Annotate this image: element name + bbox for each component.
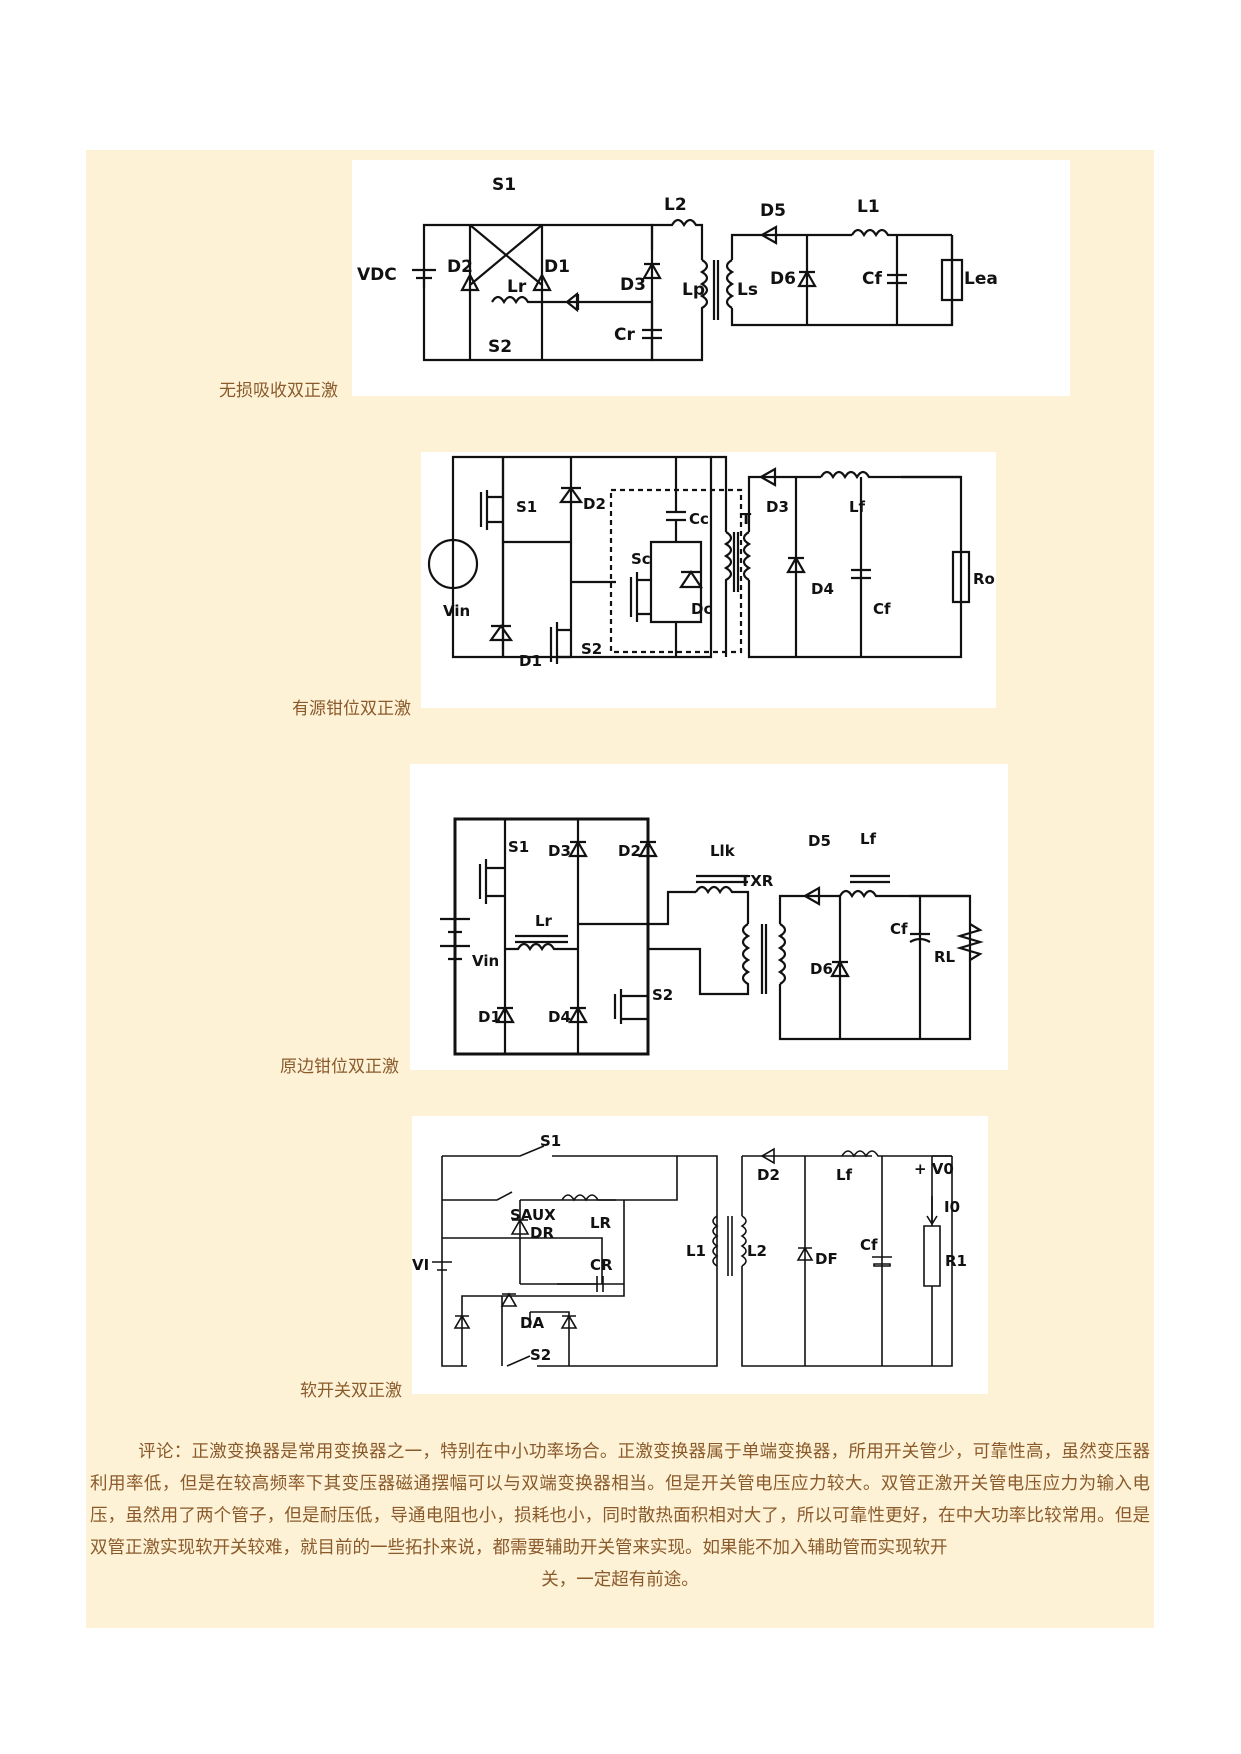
label-lf: Lf: [849, 498, 866, 516]
label-sc: Sc: [631, 550, 651, 568]
label-d1: D1: [544, 257, 570, 277]
label-llk: Llk: [710, 842, 736, 860]
figure-lossless-snubber: S1 S2 L2 D5 L1 VDC D2 D1 D3 Lp Ls D6 Cf …: [352, 160, 1070, 396]
comment-body: 正激变换器是常用变换器之一，特别在中小功率场合。正激变换器属于单端变换器，所用开…: [90, 1442, 1151, 1558]
label-lr: Lr: [535, 912, 553, 930]
label-d6: D6: [810, 960, 833, 978]
circuit-diagram-2: S1 D2 Cc T D3 Lf Sc Dc D4 Cf Ro Vin D1 S…: [427, 455, 995, 670]
label-t: T: [741, 510, 752, 528]
label-ro: Ro: [973, 570, 995, 588]
figure-primary-clamp: S1 D3 D2 Llk TXR D5 Lf Lr Vin Cf RL D6 S…: [410, 764, 1008, 1070]
caption-2: 有源钳位双正激: [292, 699, 411, 719]
label-cf: Cf: [860, 1236, 878, 1254]
label-d3: D3: [620, 275, 646, 295]
label-s1: S1: [540, 1132, 561, 1150]
label-lf: Lf: [836, 1166, 853, 1184]
label-d5: D5: [808, 832, 831, 850]
circuit-diagram-4: S1 SAUX LR DR CR VI L1 L2 DA S2 D2 Lf + …: [412, 1132, 967, 1367]
label-cc: Cc: [689, 510, 709, 528]
label-s2: S2: [581, 640, 602, 658]
label-ls: Ls: [737, 280, 758, 300]
label-cr: Cr: [614, 325, 635, 345]
label-dc: Dc: [691, 600, 712, 618]
label-s1: S1: [508, 838, 529, 856]
label-s2: S2: [652, 986, 673, 1004]
label-d1: D1: [519, 652, 542, 670]
label-s2: S2: [488, 337, 512, 357]
comment-tail: 关，一定超有前途。: [541, 1570, 699, 1590]
label-lp: Lp: [682, 280, 705, 300]
label-vi: VI: [412, 1256, 429, 1274]
label-io: I0: [944, 1198, 960, 1216]
label-cr: CR: [590, 1256, 613, 1274]
label-d5: D5: [760, 201, 786, 221]
label-r1: R1: [945, 1252, 967, 1270]
label-l2: L2: [747, 1242, 767, 1260]
label-txr: TXR: [740, 872, 774, 890]
label-vin: Vin: [443, 602, 470, 620]
caption-3: 原边钳位双正激: [280, 1057, 399, 1077]
label-d2: D2: [583, 495, 606, 513]
label-dr: DR: [530, 1224, 554, 1242]
circuit-diagram-1: S1 S2 L2 D5 L1 VDC D2 D1 D3 Lp Ls D6 Cf …: [357, 175, 998, 362]
label-l2: L2: [664, 195, 687, 215]
label-vdc: VDC: [357, 265, 397, 285]
label-da: DA: [520, 1314, 544, 1332]
label-lr: Lr: [507, 277, 527, 297]
comment-paragraph: 评论：正激变换器是常用变换器之一，特别在中小功率场合。正激变换器属于单端变换器，…: [90, 1436, 1150, 1596]
label-d2: D2: [447, 257, 473, 277]
label-lr: LR: [590, 1214, 612, 1232]
label-df: DF: [815, 1250, 838, 1268]
label-cf: Cf: [873, 600, 891, 618]
label-rl: RL: [934, 948, 956, 966]
label-d6: D6: [770, 269, 796, 289]
comment-prefix: 评论：: [138, 1442, 192, 1462]
label-d4: D4: [811, 580, 834, 598]
label-cf: Cf: [862, 269, 882, 289]
label-lf: Lf: [860, 830, 877, 848]
label-s1: S1: [492, 175, 516, 195]
label-d2: D2: [618, 842, 641, 860]
label-s2: S2: [530, 1346, 551, 1364]
label-d1: D1: [478, 1008, 501, 1026]
label-saux: SAUX: [510, 1206, 556, 1224]
label-vin: Vin: [472, 952, 499, 970]
label-load: Lea: [964, 269, 998, 289]
label-s1: S1: [516, 498, 537, 516]
circuit-diagram-3: S1 D3 D2 Llk TXR D5 Lf Lr Vin Cf RL D6 S…: [440, 817, 984, 1056]
label-l1: L1: [857, 197, 880, 217]
label-d2: D2: [757, 1166, 780, 1184]
figure-soft-switching: S1 SAUX LR DR CR VI L1 L2 DA S2 D2 Lf + …: [412, 1116, 988, 1394]
label-d4: D4: [548, 1008, 571, 1026]
label-d3: D3: [766, 498, 789, 516]
label-vo: + V0: [914, 1160, 954, 1178]
label-l1: L1: [686, 1242, 706, 1260]
label-cf: Cf: [890, 920, 908, 938]
figure-active-clamp: S1 D2 Cc T D3 Lf Sc Dc D4 Cf Ro Vin D1 S…: [421, 452, 996, 708]
label-d3: D3: [548, 842, 571, 860]
caption-4: 软开关双正激: [300, 1381, 402, 1401]
caption-1: 无损吸收双正激: [219, 381, 338, 401]
